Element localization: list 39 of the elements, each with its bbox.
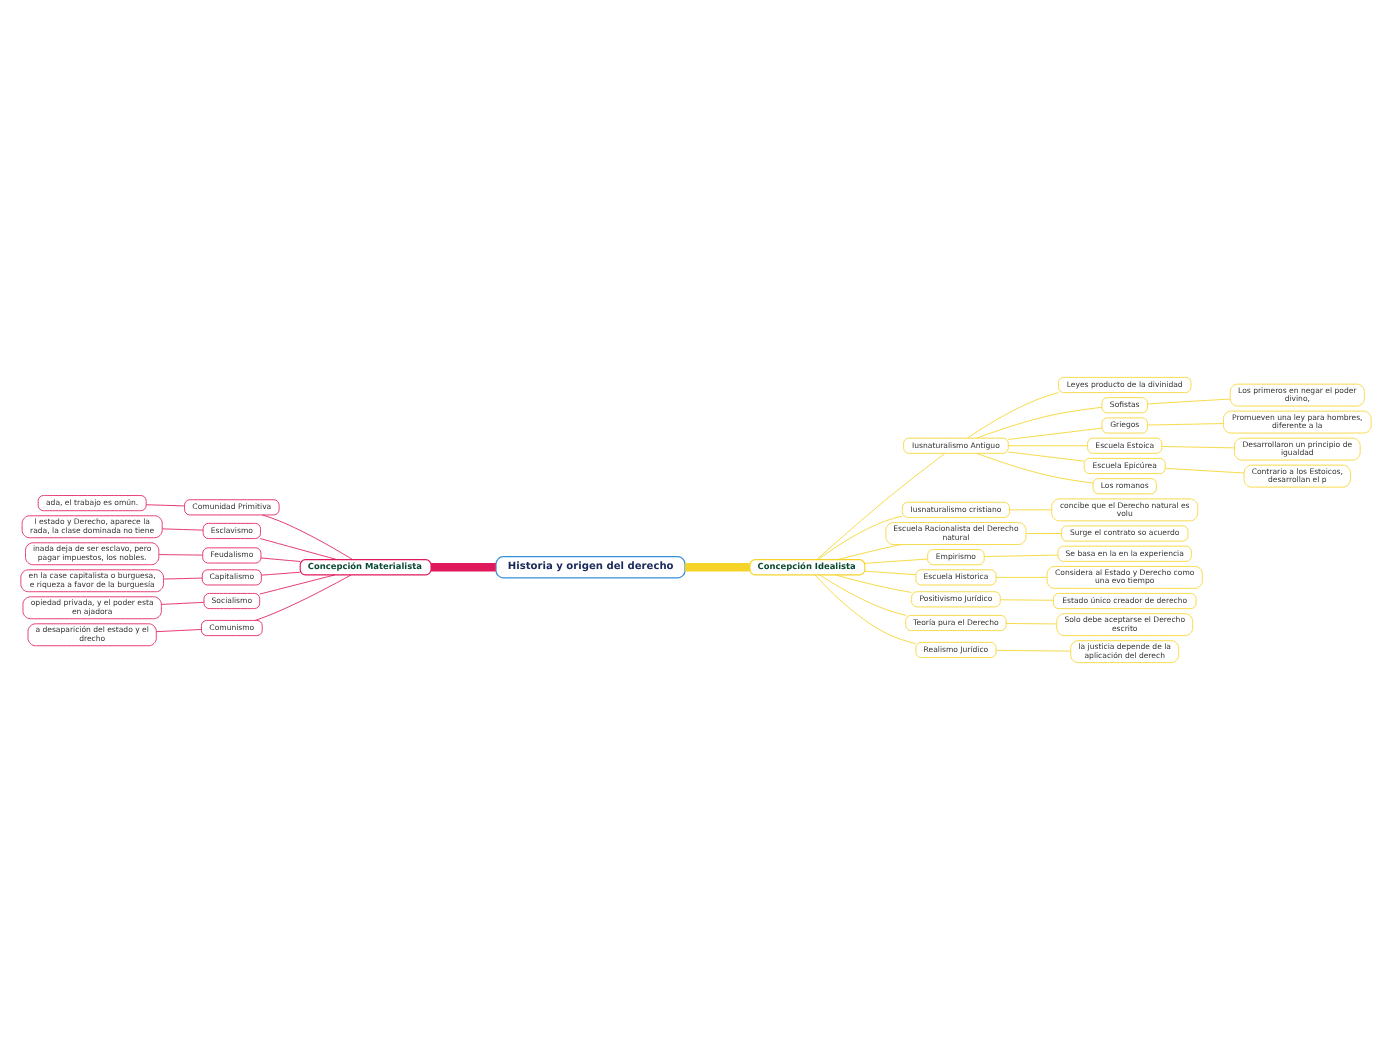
connector <box>976 453 1094 484</box>
connector <box>864 558 928 564</box>
connector <box>1147 423 1224 426</box>
connector <box>814 574 916 645</box>
connector <box>260 557 301 562</box>
connector <box>995 649 1071 652</box>
connector <box>261 571 301 576</box>
connector <box>161 601 205 605</box>
connector <box>1005 623 1057 625</box>
connector <box>834 574 912 593</box>
connector <box>259 574 336 595</box>
connector <box>1007 451 1085 462</box>
connector <box>262 514 354 561</box>
connector <box>816 453 946 561</box>
connector <box>162 528 204 531</box>
connector <box>431 563 496 572</box>
connector <box>1147 398 1231 405</box>
connector <box>1161 446 1235 449</box>
connector <box>145 504 185 507</box>
connector <box>1007 445 1088 447</box>
connector <box>817 515 903 561</box>
connector <box>1007 427 1103 440</box>
connector <box>158 554 203 556</box>
connector <box>976 406 1103 439</box>
connector <box>259 538 338 561</box>
connector <box>995 576 1048 578</box>
connector <box>685 563 750 572</box>
connector <box>819 574 907 616</box>
connector <box>1025 533 1062 534</box>
connector <box>1009 509 1052 511</box>
connector <box>967 392 1059 439</box>
connector <box>999 599 1054 601</box>
connector <box>983 554 1059 557</box>
connector <box>1165 467 1245 474</box>
connector <box>837 544 902 561</box>
connector <box>864 570 917 576</box>
connector <box>163 577 203 580</box>
connector <box>254 574 352 621</box>
connector <box>155 629 202 633</box>
